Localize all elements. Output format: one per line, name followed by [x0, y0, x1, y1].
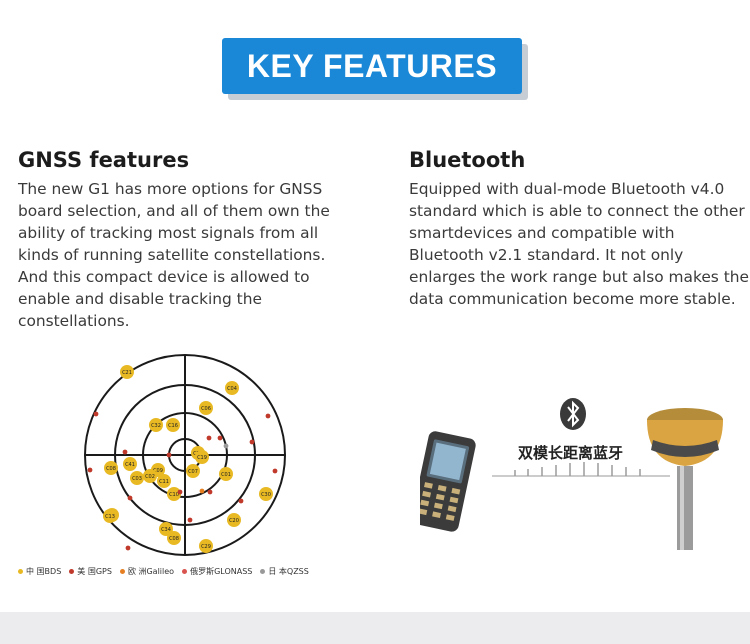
satellite-label: C10	[169, 492, 179, 498]
satellite-label: C08	[106, 466, 116, 472]
satellite-marker	[227, 513, 241, 527]
satellite-label: C16	[168, 423, 178, 429]
satellite-marker	[225, 381, 239, 395]
satellite-marker	[219, 467, 233, 481]
satellite-marker	[167, 487, 181, 501]
banner-title: KEY FEATURES	[246, 47, 498, 84]
satellite-marker	[259, 487, 273, 501]
satellite-label: C03	[132, 476, 142, 482]
satellite-dot	[223, 443, 229, 449]
satellite-marker	[199, 539, 213, 553]
satellite-dot	[238, 498, 244, 504]
satellite-label: C08	[169, 536, 179, 542]
satellite-label: C32	[151, 423, 161, 429]
gnss-heading: GNSS features	[18, 148, 190, 172]
satellite-dot	[187, 517, 193, 523]
satellite-label: C30	[261, 492, 271, 498]
satellite-label: C13	[105, 514, 115, 520]
constellation-legend: 中 国BDS 美 国GPS 欧 洲Galileo 俄罗斯GLONASS 日 本QZSS	[18, 566, 309, 577]
satellite-dot	[207, 489, 213, 495]
satellite-markers: C21C04C08C35C06C32C16C19C07C09C41C02C03C…	[87, 365, 278, 553]
satellite-marker	[143, 469, 157, 483]
satellite-label: C02	[145, 474, 155, 480]
gnss-body: The new G1 has more options for GNSS boa…	[18, 180, 330, 330]
satellite-label: C04	[227, 386, 237, 392]
satellite-marker	[166, 418, 180, 432]
legend-item: 美 国GPS	[69, 566, 112, 577]
satellite-marker	[103, 509, 117, 523]
satellite-marker	[130, 471, 144, 485]
satellite-marker	[167, 531, 181, 545]
skyplot-rings	[84, 354, 286, 556]
legend-label: 欧 洲Galileo	[127, 567, 175, 576]
footer-band	[0, 612, 750, 644]
satellite-dot	[122, 449, 128, 455]
legend-dot	[69, 569, 75, 574]
bluetooth-icon	[560, 398, 586, 430]
satellite-dot	[93, 411, 99, 417]
legend-item: 日 本QZSS	[260, 566, 309, 577]
satellite-dot	[125, 545, 131, 551]
satellite-marker	[149, 418, 163, 432]
satellite-dot	[166, 452, 172, 458]
bluetooth-body: Equipped with dual-mode Bluetooth v4.0 s…	[409, 180, 749, 308]
bluetooth-heading: Bluetooth	[409, 148, 526, 172]
satellite-label: C41	[125, 462, 135, 468]
satellite-dot	[217, 435, 223, 441]
satellite-dot	[87, 467, 93, 473]
bluetooth-section: Bluetooth Equipped with dual-mode Blueto…	[409, 146, 749, 310]
satellite-label: C21	[122, 370, 132, 376]
skyplot-diagram: C21C04C08C35C06C32C16C19C07C09C41C02C03C…	[84, 354, 286, 556]
satellite-label: C34	[161, 527, 171, 533]
key-features-banner: KEY FEATURES	[222, 38, 528, 100]
satellite-marker	[159, 522, 173, 536]
satellite-label: C29	[201, 544, 211, 550]
satellite-marker	[199, 401, 213, 415]
satellite-marker	[104, 461, 118, 475]
bluetooth-illustration: 双模长距离蓝牙	[420, 398, 723, 550]
gnss-section: GNSS features The new G1 has more option…	[18, 146, 353, 332]
satellite-marker	[195, 450, 209, 464]
satellite-label: C20	[229, 518, 239, 524]
satellite-dot	[272, 468, 278, 474]
bluetooth-banner-label: 双模长距离蓝牙	[518, 444, 623, 462]
legend-item: 中 国BDS	[18, 566, 61, 577]
satellite-dot	[265, 413, 271, 419]
legend-dot	[182, 569, 188, 574]
satellite-marker	[186, 464, 200, 478]
banner-box: KEY FEATURES	[222, 38, 522, 94]
satellite-label: C11	[159, 479, 169, 485]
satellite-label: C06	[201, 406, 211, 412]
satellite-marker	[123, 457, 137, 471]
legend-item: 俄罗斯GLONASS	[182, 566, 252, 577]
gnss-receiver-icon	[647, 408, 723, 550]
legend-dot	[18, 569, 23, 574]
legend-label: 日 本QZSS	[268, 567, 309, 576]
satellite-marker	[157, 474, 171, 488]
satellite-marker	[120, 365, 134, 379]
satellite-label: C01	[221, 472, 231, 478]
satellite-label: C19	[197, 455, 207, 461]
legend-label: 俄罗斯GLONASS	[190, 567, 253, 576]
satellite-dot	[199, 488, 205, 494]
satellite-label: C09	[153, 468, 163, 474]
satellite-label: C07	[188, 469, 198, 475]
handheld-controller-icon	[420, 431, 476, 532]
satellite-dot	[206, 435, 212, 441]
legend-dot	[260, 569, 266, 574]
legend-label: 中 国BDS	[26, 567, 62, 576]
satellite-dot	[249, 439, 255, 445]
legend-dot	[119, 569, 125, 574]
legend-item: 欧 洲Galileo	[119, 566, 175, 577]
legend-label: 美 国GPS	[77, 567, 112, 576]
signal-wave	[492, 462, 670, 477]
satellite-dot	[177, 489, 183, 495]
satellite-dot	[127, 495, 133, 501]
